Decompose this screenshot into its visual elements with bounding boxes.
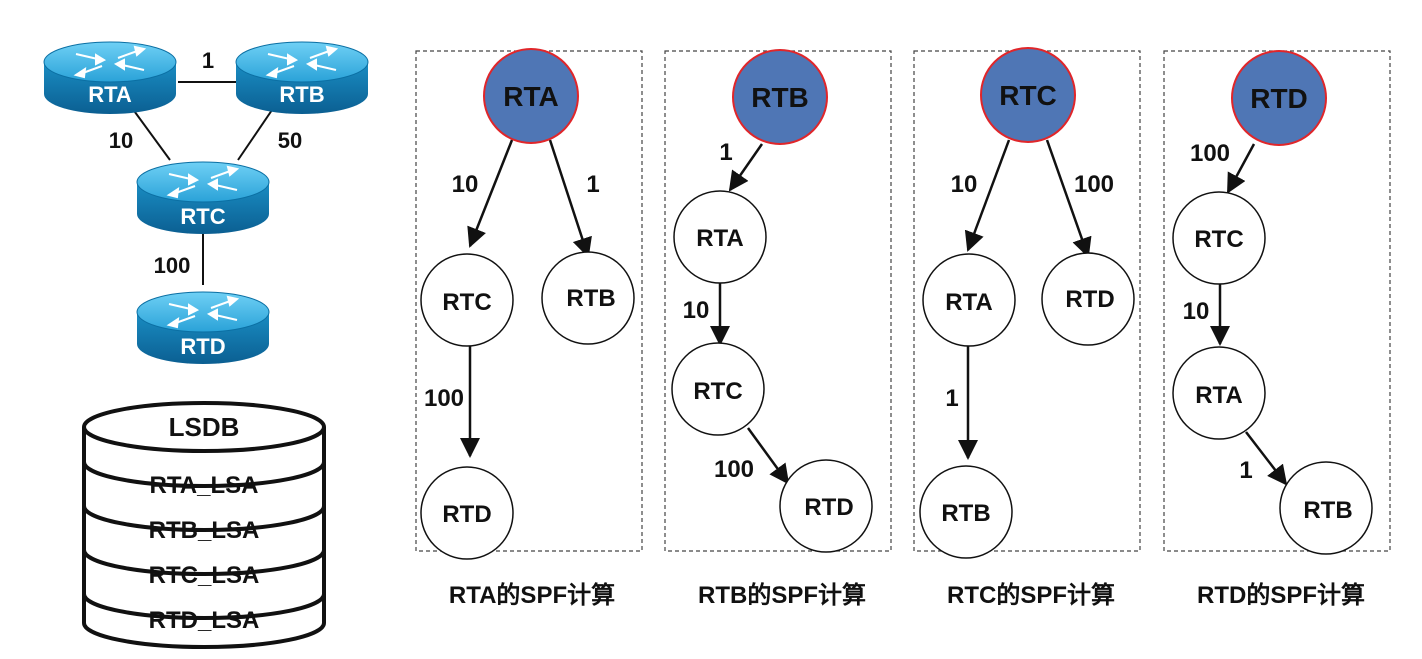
spf-root-label: RTA	[503, 81, 558, 112]
edge-cost: 1	[586, 171, 599, 198]
router-label-rta: RTA	[88, 82, 132, 107]
edge-cost: 10	[683, 297, 710, 324]
spf-node	[671, 342, 765, 436]
spf-panel-rta: RTA RTC RTB RTD 10 1 100	[415, 48, 643, 560]
spf-node-label: RTB	[941, 500, 990, 527]
lsdb-database-icon	[82, 401, 326, 649]
router-label-rtc: RTC	[180, 204, 225, 229]
spf-node	[919, 465, 1013, 559]
spf-panel-rtb: RTB RTA RTC RTD 1 10 100	[664, 49, 892, 553]
topology-links	[131, 81, 273, 285]
spf-caption-rta: RTA的SPF计算	[448, 582, 616, 609]
lsdb-entry: RTD_LSA	[149, 607, 260, 634]
spf-root-node	[732, 49, 828, 145]
lsdb-title: LSDB	[169, 412, 240, 442]
spf-root-node	[980, 47, 1076, 143]
router-arrows-icon	[166, 165, 240, 199]
router-arrows-icon	[166, 295, 240, 329]
spf-node-label: RTA	[945, 289, 993, 316]
cost-rtc-rtd: 100	[154, 253, 191, 278]
edge-rtc-rtd	[746, 427, 790, 485]
edge-cost: 10	[1183, 298, 1210, 325]
spf-node	[541, 251, 635, 345]
edge-cost: 1	[719, 139, 732, 166]
spf-node	[779, 459, 873, 553]
spf-node	[1172, 346, 1266, 440]
link-rta-rtc	[131, 107, 171, 161]
spf-node-label: RTB	[566, 285, 615, 312]
edge-cost: 100	[1074, 171, 1114, 198]
spf-root-label: RTC	[999, 80, 1057, 111]
link-rtb-rtc	[237, 109, 273, 161]
router-label-rtd: RTD	[180, 334, 225, 359]
edge-rtc-rtd	[1045, 139, 1092, 258]
spf-node-label: RTC	[442, 289, 491, 316]
edge-cost: 100	[1190, 140, 1230, 167]
edge-cost: 10	[452, 171, 479, 198]
cost-rta-rtb: 1	[202, 48, 214, 73]
spf-root-node	[1231, 50, 1327, 146]
edge-cost: 1	[945, 385, 958, 412]
edge-rtc-rta	[964, 139, 1011, 252]
edge-rta-rtc	[467, 139, 514, 248]
spf-node-label: RTA	[696, 225, 744, 252]
edge-cost: 1	[1239, 457, 1252, 484]
router-icon-rtb: RTB	[235, 41, 369, 114]
spf-node-label: RTC	[1194, 226, 1243, 253]
spf-node	[420, 466, 514, 560]
router-icon-rta: RTA	[43, 41, 177, 114]
edge-rta-rtb	[1245, 431, 1288, 486]
edge-rta-rtb	[548, 139, 592, 258]
spf-node-label: RTD	[442, 501, 491, 528]
spf-node	[420, 253, 514, 347]
cost-rta-rtc: 10	[109, 128, 133, 153]
spf-caption-rtb: RTB的SPF计算	[698, 582, 866, 609]
edge-cost: 100	[714, 456, 754, 483]
cost-rtb-rtc: 50	[278, 128, 302, 153]
spf-panel-rtc: RTC RTA RTD RTB 10 100 1	[913, 47, 1141, 559]
spf-panel-rtd: RTD RTC RTA RTB 100 10 1	[1163, 50, 1391, 555]
spf-node	[1041, 252, 1135, 346]
spf-node	[1172, 191, 1266, 285]
edge-rtd-rtc	[1226, 143, 1256, 194]
spf-node	[673, 190, 767, 284]
spf-node-label: RTD	[1065, 286, 1114, 313]
edge-rtb-rta	[728, 143, 764, 192]
lsdb-entry: RTB_LSA	[149, 517, 260, 544]
spf-node-label: RTA	[1195, 382, 1243, 409]
lsdb-entry: RTA_LSA	[150, 472, 259, 499]
spf-caption-rtc: RTC的SPF计算	[947, 582, 1115, 609]
spf-root-node	[483, 48, 579, 144]
router-icon-rtc: RTC	[136, 161, 270, 234]
lsdb-entry: RTC_LSA	[149, 562, 260, 589]
spf-node-label: RTB	[1303, 497, 1352, 524]
edge-cost: 100	[424, 385, 464, 412]
router-label-rtb: RTB	[279, 82, 324, 107]
spf-node	[922, 253, 1016, 347]
router-arrows-icon	[73, 45, 147, 79]
edge-cost: 10	[951, 171, 978, 198]
spf-root-label: RTD	[1250, 83, 1308, 114]
spf-caption-rtd: RTD的SPF计算	[1197, 582, 1365, 609]
spf-root-label: RTB	[751, 82, 809, 113]
router-icon-rtd: RTD	[136, 291, 270, 364]
spf-node	[1279, 461, 1373, 555]
router-arrows-icon	[265, 45, 339, 79]
spf-node-label: RTC	[693, 378, 742, 405]
spf-node-label: RTD	[804, 494, 853, 521]
